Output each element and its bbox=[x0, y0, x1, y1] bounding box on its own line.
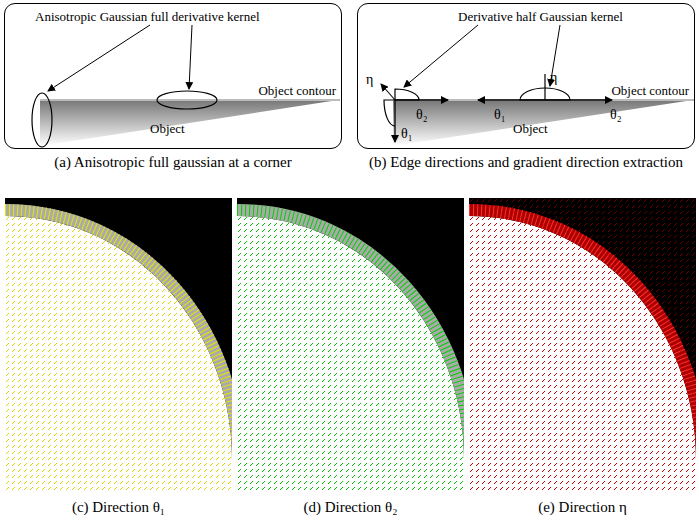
panel-box: Derivative half Gaussian kernelηηθ₂θ₁θ₁θ… bbox=[357, 3, 695, 149]
image-eta bbox=[469, 198, 696, 492]
panel-text: Object bbox=[513, 122, 548, 136]
panel-text: θ₁ bbox=[494, 107, 506, 122]
panel-text: Derivative half Gaussian kernel bbox=[458, 10, 623, 24]
subfigure-caption: (c) Direction θ₁ bbox=[5, 498, 232, 516]
subfigure-caption: (b) Edge directions and gradient directi… bbox=[357, 153, 695, 171]
panel-text: η bbox=[550, 70, 557, 85]
panel-text: θ₁ bbox=[401, 126, 413, 141]
panel-text: η bbox=[366, 72, 373, 87]
subfigure-caption: (e) Direction η bbox=[469, 498, 696, 516]
panel-a-drawing bbox=[32, 25, 340, 147]
panel-box: Anisotropic Gaussian full derivative ker… bbox=[4, 3, 342, 149]
panel-text: Object bbox=[150, 122, 185, 136]
panel-b-drawing bbox=[381, 25, 695, 146]
subfigure-caption: (d) Direction θ₂ bbox=[237, 498, 464, 516]
panel-text: Object contour bbox=[258, 84, 336, 98]
image-theta1 bbox=[5, 198, 232, 492]
subfigure-caption: (a) Anisotropic full gaussian at a corne… bbox=[4, 153, 342, 171]
panel-text: Anisotropic Gaussian full derivative ker… bbox=[35, 10, 260, 24]
panel-text: θ₂ bbox=[610, 107, 622, 122]
image-theta2 bbox=[237, 198, 464, 492]
panel-text: Object contour bbox=[611, 84, 689, 98]
panel-text: θ₂ bbox=[416, 107, 428, 122]
